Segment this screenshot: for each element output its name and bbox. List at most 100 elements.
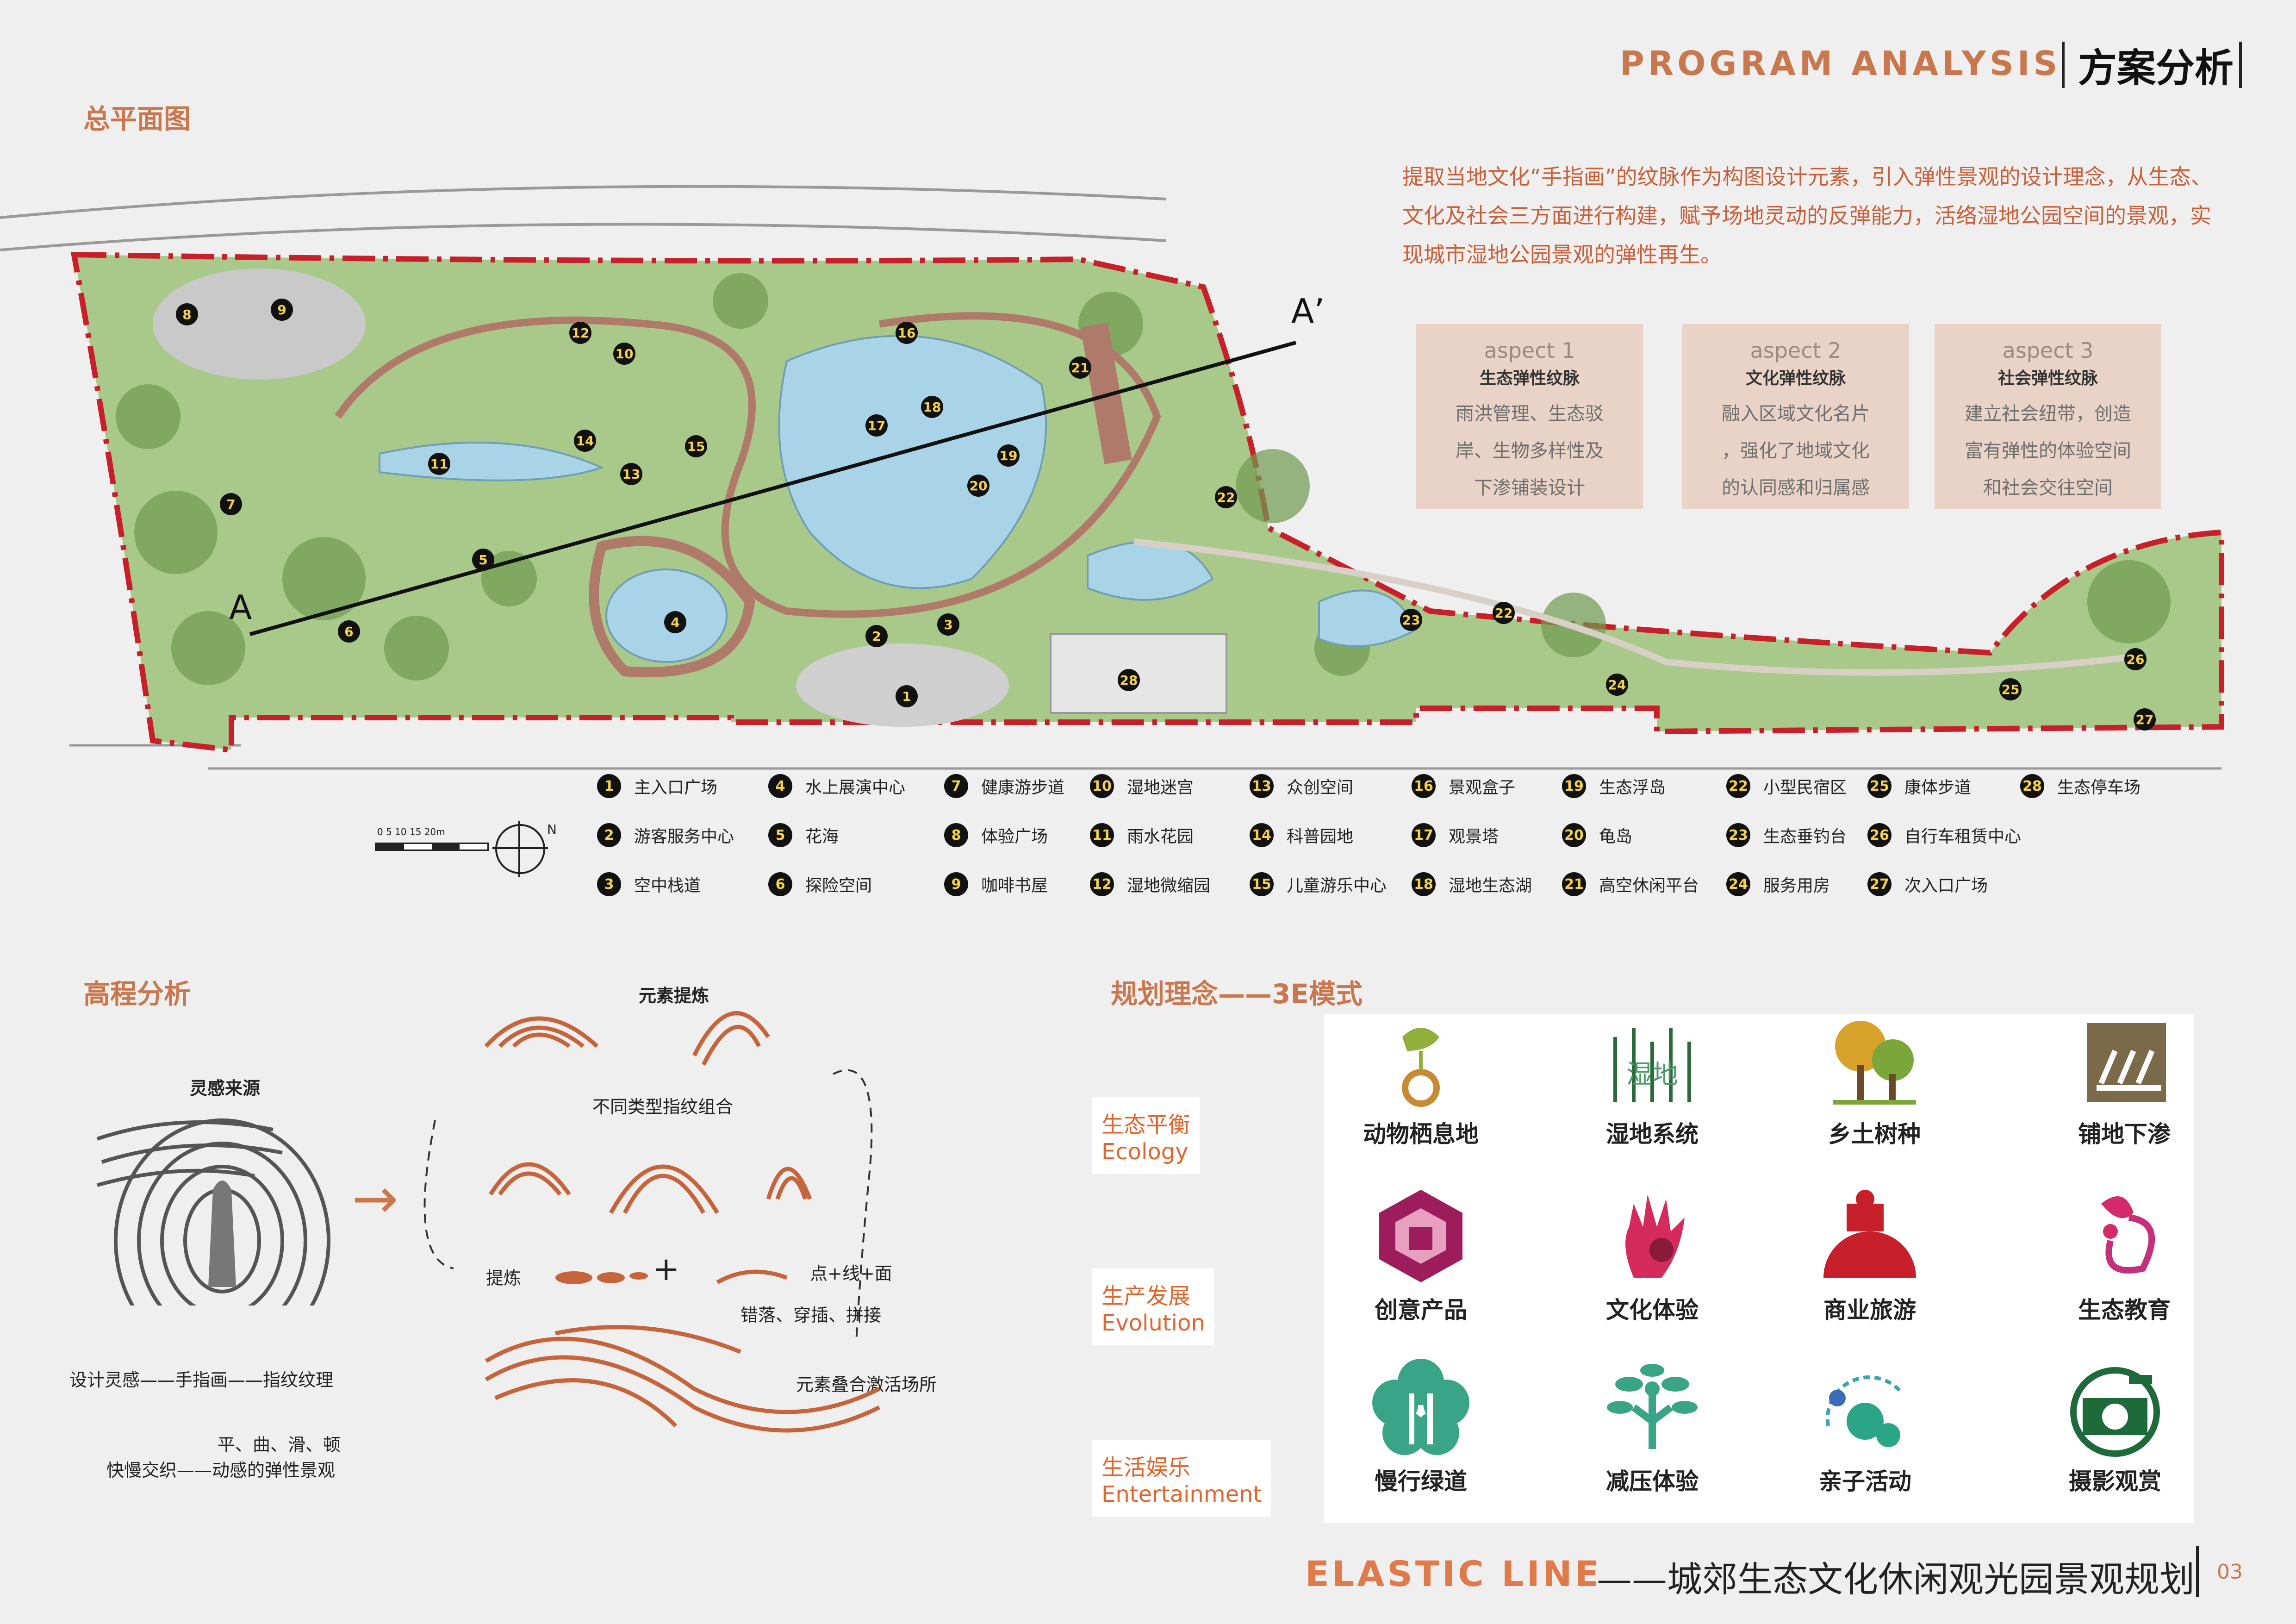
tree-icon xyxy=(1833,1021,1916,1105)
map-marker: 13 xyxy=(620,463,642,485)
flower-walker-icon xyxy=(1372,1359,1469,1455)
aspect-title: 文化弹性纹脉 xyxy=(1745,369,1846,388)
globe-tourism-icon xyxy=(1823,1190,1916,1278)
map-marker: 15 xyxy=(685,435,707,457)
elastic-text: 快慢交织——动感的弹性景观 xyxy=(106,1460,336,1480)
north-arrow xyxy=(492,821,548,877)
aspect-desc-line: ，强化了地域文化 xyxy=(1722,440,1870,462)
aspect-desc-line: 富有弹性的体验空间 xyxy=(1965,440,2131,462)
aspect-tag: aspect 1 xyxy=(1484,338,1575,363)
map-marker: 21 xyxy=(1069,356,1091,379)
map-marker: 7 xyxy=(220,493,242,515)
map-marker: 20 xyxy=(967,475,989,497)
map-marker: 6 xyxy=(338,620,360,643)
master-plan-map xyxy=(0,185,2224,770)
map-marker: 12 xyxy=(569,322,591,344)
icon-animal-habitat: 动物栖息地 xyxy=(1351,1009,1490,1149)
header-divider xyxy=(2239,42,2242,88)
intro-paragraph: 提取当地文化“手指画”的纹脉作为构图设计元素，引入弹性景观的设计理念，从生态、文… xyxy=(1402,164,2212,267)
header-divider xyxy=(2062,42,2065,88)
aspect-desc-line: 建立社会纽带，创造 xyxy=(1965,403,2131,425)
paving-icon xyxy=(2087,1023,2166,1102)
footer-divider xyxy=(2196,1546,2199,1597)
icon-slow-greenway: 慢行绿道 xyxy=(1351,1356,1490,1496)
handprint-icon xyxy=(1625,1194,1685,1278)
tree-person-icon xyxy=(1607,1364,1698,1449)
overlay-label: 元素叠合激活场所 xyxy=(796,1374,937,1395)
map-marker: 28 xyxy=(1118,669,1140,691)
map-marker: 19 xyxy=(997,444,1020,467)
inspiration-source-label: 灵感来源 xyxy=(190,1078,261,1099)
aspect-desc-line: 岸、生物多样性及 xyxy=(1456,440,1604,462)
elevation-title: 高程分析 xyxy=(83,978,191,1010)
arrow-right-icon: → xyxy=(352,1167,398,1231)
map-marker: 11 xyxy=(428,453,450,475)
parent-child-icon xyxy=(1825,1375,1904,1447)
aspect-desc-line: 下渗铺装设计 xyxy=(1474,477,1585,499)
map-marker: 10 xyxy=(613,343,635,365)
scale-ticks: 0 5 10 15 20m xyxy=(377,826,445,837)
aspect-card-3: aspect 3 社会弹性纹脉 建立社会纽带，创造富有弹性的体验空间和社会交往空… xyxy=(1935,324,2161,509)
icon-commercial-tourism: 商业旅游 xyxy=(1800,1185,1939,1325)
concept-title: 规划理念——3E模式 xyxy=(1111,978,1363,1010)
icon-family-activities: 亲子活动 xyxy=(1796,1356,1935,1496)
page-number: 03 xyxy=(2217,1560,2243,1584)
aspect-title: 社会弹性纹脉 xyxy=(1997,369,2098,388)
map-marker: 22 xyxy=(1215,486,1237,508)
concept-icon-panel xyxy=(1324,1014,2194,1523)
aspect-tag: aspect 2 xyxy=(1750,338,1842,363)
hexagon-gift-icon xyxy=(1379,1190,1462,1282)
point-line-label: 点+线+面 xyxy=(810,1263,892,1284)
map-marker: 1 xyxy=(896,685,918,707)
footer-project-cn: ——城郊生态文化休闲观光园景观规划 xyxy=(1597,1559,2195,1600)
map-marker: 18 xyxy=(921,396,943,418)
map-marker: 24 xyxy=(1606,674,1628,696)
north-label: N xyxy=(547,822,557,837)
map-marker: 26 xyxy=(2124,648,2147,670)
element-extract-label: 元素提炼 xyxy=(639,986,709,1006)
header-title-cn: 方案分析 xyxy=(2078,45,2234,91)
map-marker: 17 xyxy=(865,414,888,437)
rhythm-text: 平、曲、滑、顿 xyxy=(218,1435,341,1455)
leaf-figure-icon xyxy=(2101,1196,2155,1274)
aspect-desc-line: 的认同感和归属感 xyxy=(1722,477,1870,499)
master-plan-title: 总平面图 xyxy=(83,103,191,135)
icon-wetland-system: 湿地 湿地系统 xyxy=(1583,1009,1722,1149)
fingerprint-image xyxy=(96,1118,330,1305)
bird-icon xyxy=(1402,1028,1440,1107)
category-entertainment: 生活娱乐 Entertainment xyxy=(1092,1440,1271,1517)
map-marker: 14 xyxy=(574,430,596,452)
map-marker: 8 xyxy=(176,303,198,325)
aspect-card-2: aspect 2 文化弹性纹脉 融入区域文化名片，强化了地域文化的认同感和归属感 xyxy=(1682,324,1909,509)
map-marker: 22 xyxy=(1493,602,1515,624)
map-marker: 2 xyxy=(865,625,888,647)
svg-text:湿地: 湿地 xyxy=(1626,1060,1678,1090)
aspect-title: 生态弹性纹脉 xyxy=(1479,369,1580,388)
section-marker-a-prime: A’ xyxy=(1291,292,1325,331)
category-ecology: 生态平衡 Ecology xyxy=(1092,1097,1200,1174)
reed-icon: 湿地 xyxy=(1613,1028,1691,1102)
